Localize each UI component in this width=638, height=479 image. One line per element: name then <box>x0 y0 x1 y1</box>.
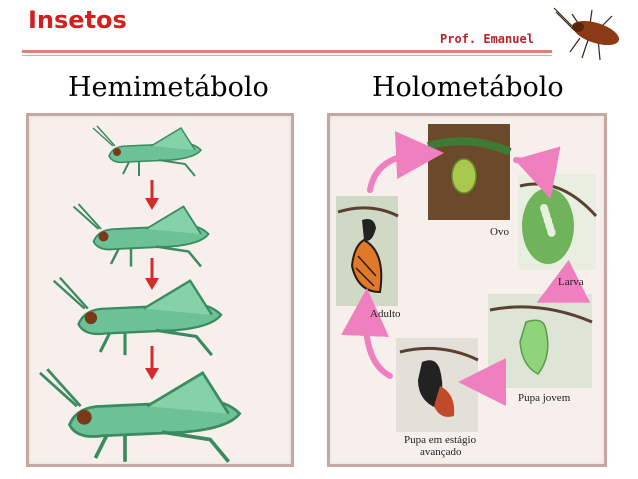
nymph-stage-3 <box>52 276 223 357</box>
hemimetabolo-panel <box>26 113 294 467</box>
arrow-egg-to-larva <box>513 146 561 200</box>
down-arrow-3 <box>145 346 159 380</box>
advanced-pupa-picture <box>396 338 479 432</box>
adult-grasshopper <box>38 367 242 464</box>
egg-picture <box>426 124 512 220</box>
down-arrow-1 <box>145 180 159 210</box>
title: Insetos <box>28 6 127 34</box>
stage-label-larva: Larva <box>558 276 584 288</box>
arrow-advanced-to-adult <box>341 288 393 379</box>
nymph-stage-2 <box>72 202 210 268</box>
young-pupa-picture <box>488 294 593 388</box>
stage-label-advanced-pupa-line1: Pupa em estágio <box>404 434 477 446</box>
header-rule-thin <box>22 55 552 56</box>
arrow-adult-to-egg <box>367 131 444 193</box>
cockroach-icon <box>553 7 620 61</box>
stage-label-adult: Adulto <box>370 308 401 320</box>
nymph-stage-1 <box>92 125 202 177</box>
stage-label-egg: Ovo <box>490 226 509 238</box>
hemimetabolo-heading: Hemimetábolo <box>68 72 269 103</box>
cycle-arrows <box>341 131 591 406</box>
arrow-larva-to-young-pupa <box>536 259 591 303</box>
holometabolo-heading: Holometábolo <box>372 72 564 103</box>
author-label: Prof. Emanuel <box>440 32 534 46</box>
arrow-young-pupa-to-advanced <box>458 357 507 406</box>
header-rule <box>22 50 552 53</box>
stage-label-young-pupa: Pupa jovem <box>518 392 571 404</box>
down-arrow-2 <box>145 258 159 290</box>
holometabolo-panel: Ovo Larva Pupa jovem Pupa em estágio ava… <box>327 113 607 467</box>
stage-label-advanced-pupa-line2: avançado <box>420 446 462 458</box>
larva-picture <box>518 174 598 270</box>
adult-butterfly-picture <box>336 196 399 306</box>
